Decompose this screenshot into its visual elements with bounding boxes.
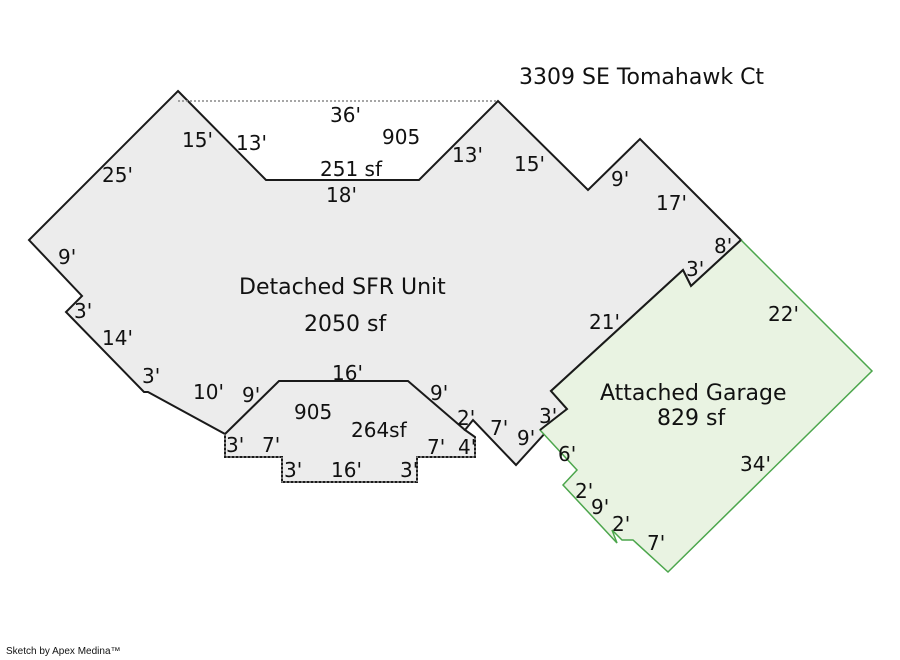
dim-label: 4'	[458, 435, 476, 459]
dim-label: 9'	[58, 245, 76, 269]
house-outline	[27, 89, 743, 483]
dim-label: 9'	[430, 381, 448, 405]
dim-label: 7'	[490, 416, 508, 440]
dim-label: 36'	[330, 103, 361, 127]
property-address: 3309 SE Tomahawk Ct	[519, 65, 764, 90]
dim-label: 905	[382, 125, 420, 149]
dim-label: 9'	[591, 495, 609, 519]
dim-label: 905	[294, 400, 332, 424]
dim-label: 3'	[284, 458, 302, 482]
dim-label: 3'	[400, 458, 418, 482]
dim-label: 17'	[656, 191, 687, 215]
dim-label: 3'	[539, 404, 557, 428]
dim-label: 7'	[262, 433, 280, 457]
dim-label: 3'	[686, 257, 704, 281]
dim-label: 3'	[74, 299, 92, 323]
house-name: Detached SFR Unit	[239, 275, 446, 300]
dim-label: 21'	[589, 310, 620, 334]
dim-label: 15'	[514, 152, 545, 176]
dim-label: 9'	[611, 167, 629, 191]
garage-area: 829 sf	[657, 406, 726, 431]
dim-label: 9'	[242, 383, 260, 407]
dim-label: 10'	[193, 380, 224, 404]
dim-label: 22'	[768, 302, 799, 326]
dim-label: 7'	[427, 435, 445, 459]
dim-label: 8'	[714, 234, 732, 258]
dim-label: 3'	[226, 433, 244, 457]
sketch-credit: Sketch by Apex Medina™	[6, 646, 121, 657]
dim-label: 13'	[236, 131, 267, 155]
dim-label: 15'	[182, 128, 213, 152]
shared-wall	[539, 239, 742, 431]
dim-label: 3'	[142, 364, 160, 388]
dim-label: 2'	[575, 479, 593, 503]
dim-label: 251 sf	[320, 157, 383, 181]
dim-label: 7'	[647, 531, 665, 555]
lower-addition-boundary	[224, 434, 476, 483]
house-area: 2050 sf	[304, 312, 387, 337]
dim-label: 264sf	[351, 418, 408, 442]
dim-label: 9'	[517, 426, 535, 450]
dim-label: 6'	[558, 442, 576, 466]
dim-label: 16'	[331, 458, 362, 482]
dim-label: 34'	[740, 452, 771, 476]
garage-name: Attached Garage	[600, 381, 786, 406]
dim-label: 2'	[612, 512, 630, 536]
dim-label: 25'	[102, 163, 133, 187]
dim-label: 14'	[102, 326, 133, 350]
dim-label: 13'	[452, 143, 483, 167]
dim-label: 18'	[326, 183, 357, 207]
dim-label: 2'	[457, 406, 475, 430]
dim-label: 16'	[332, 361, 363, 385]
lower-bay-line	[224, 380, 466, 435]
